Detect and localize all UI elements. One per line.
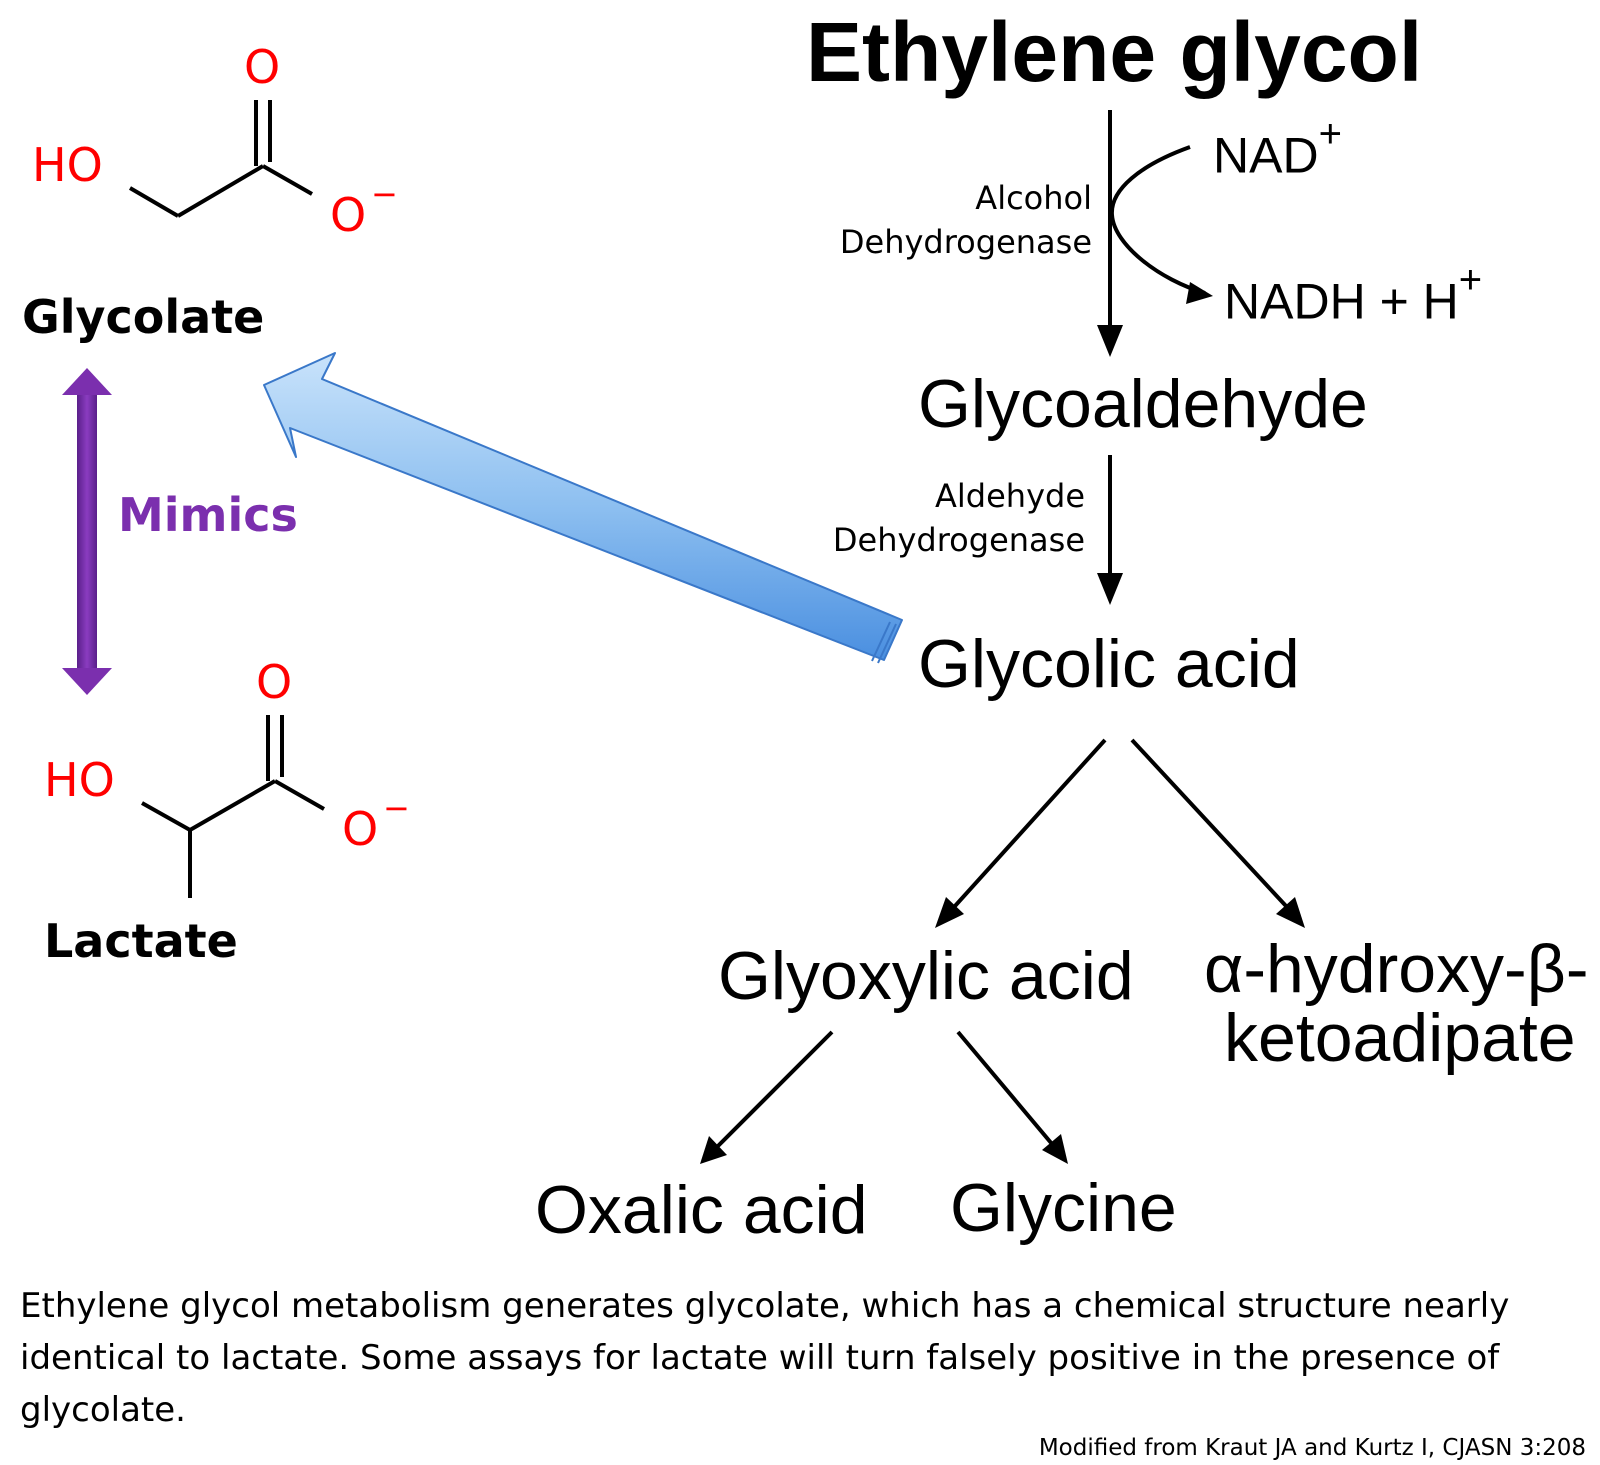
glycolate-o-double: O: [244, 40, 281, 94]
oxalic-acid-label: Oxalic acid: [535, 1172, 868, 1248]
nad-cofactor: NAD+: [1213, 114, 1342, 184]
hydroxy-ketoadipate-line2: ketoadipate: [1224, 1000, 1576, 1076]
lactate-ho: HO: [44, 753, 115, 807]
aldehyde-dehydrogenase-label: Aldehyde Dehydrogenase: [833, 474, 1085, 562]
alcohol-line2: Dehydrogenase: [839, 223, 1092, 261]
lactate-structure: [141, 715, 325, 898]
arrow-nad-cofactor: [1109, 145, 1213, 304]
caption-text: Ethylene glycol metabolism generates gly…: [20, 1286, 1510, 1430]
glycolate-structure: [128, 100, 313, 218]
arrow-glyoxylic-to-glycine: [956, 1030, 1068, 1164]
aldehyde-line2: Dehydrogenase: [832, 521, 1085, 559]
nad-charge: +: [1318, 112, 1342, 156]
alcohol-dehydrogenase-label: Alcohol Dehydrogenase: [840, 176, 1092, 264]
arrow-ethylene-to-glycoaldehyde: [1097, 110, 1123, 357]
arrow-glyoxylic-to-oxalic: [700, 1030, 834, 1164]
nadh-charge: +: [1458, 258, 1483, 302]
mimics-label: Mimics: [118, 488, 298, 542]
lactate-name: Lactate: [44, 914, 238, 968]
lactate-o-double: O: [256, 655, 293, 709]
mimics-double-arrow: [62, 368, 112, 695]
glycolate-charge: −: [371, 175, 398, 213]
blue-arrow-glycolic-to-glycolate: [263, 352, 903, 664]
source-credit: Modified from Kraut JA and Kurtz I, CJAS…: [1038, 1435, 1586, 1461]
hydroxy-ketoadipate-line1: α-hydroxy-β-: [1204, 931, 1589, 1007]
glyoxylic-acid-label: Glyoxylic acid: [718, 938, 1134, 1014]
glycolate-ho: HO: [32, 138, 103, 192]
lactate-charge: −: [383, 789, 410, 827]
lactate-o-minus: O: [342, 802, 379, 856]
glycoaldehyde-label: Glycoaldehyde: [918, 366, 1368, 442]
nadh-cofactor: NADH + H+: [1224, 260, 1482, 330]
glycolic-acid-label: Glycolic acid: [918, 626, 1300, 702]
nad-text: NAD: [1213, 127, 1319, 184]
arrow-glycoaldehyde-to-glycolic: [1097, 455, 1123, 605]
ethylene-glycol-label: Ethylene glycol: [806, 5, 1423, 99]
glycine-label: Glycine: [950, 1170, 1177, 1246]
glycolate-name: Glycolate: [22, 290, 265, 344]
nadh-text: NADH + H: [1224, 273, 1459, 330]
glycolate-o-minus: O: [330, 188, 367, 242]
arrow-glycolic-to-glyoxylic: [935, 738, 1107, 928]
alcohol-line1: Alcohol: [975, 179, 1092, 217]
arrow-glycolic-to-ketoadipate: [1130, 738, 1305, 928]
pathway-arrows: [700, 110, 1305, 1164]
aldehyde-line1: Aldehyde: [935, 477, 1085, 515]
